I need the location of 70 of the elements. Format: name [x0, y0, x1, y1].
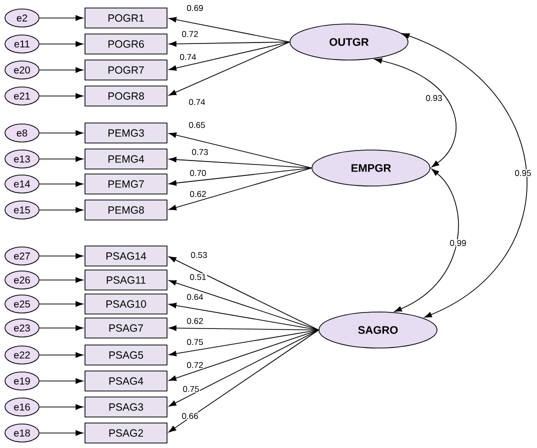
edge-label: 0.62	[189, 190, 207, 198]
indicator-box: POGR1	[84, 8, 168, 28]
error-arrow	[39, 301, 84, 307]
error-arrow	[39, 15, 84, 21]
edge-label: 0.74	[179, 53, 197, 61]
loading-arrow	[168, 132, 312, 168]
indicator-box: PSAG10	[84, 294, 168, 314]
covariance-arrow	[394, 168, 459, 312]
loading-arrow	[168, 16, 290, 42]
loading-arrow	[168, 330, 319, 381]
edge-label: 0.73	[191, 148, 209, 156]
indicator-box: PSAG3	[84, 396, 168, 418]
error-arrow	[39, 67, 84, 73]
edge-label: 0.64	[186, 293, 204, 301]
loading-arrow	[168, 325, 319, 331]
loading-arrow	[168, 41, 290, 47]
error-arrow	[39, 156, 84, 162]
indicator-box: PSAG11	[84, 270, 168, 290]
indicator-box: PEMG8	[84, 200, 168, 220]
indicator-box: POGR7	[84, 60, 168, 80]
indicator-box: PEMG3	[84, 122, 168, 144]
error-arrow	[39, 181, 84, 187]
loading-arrow	[168, 168, 312, 210]
loading-arrow	[168, 168, 312, 186]
error-arrow	[39, 93, 84, 99]
indicator-box: PEMG7	[84, 174, 168, 194]
edge-label: 0.70	[189, 169, 207, 177]
indicator-box: PSAG4	[84, 370, 168, 392]
error-arrow	[39, 130, 84, 136]
loading-arrow	[168, 280, 319, 330]
loading-arrow	[168, 42, 290, 96]
error-arrow	[39, 253, 84, 259]
edge-label: 0.69	[186, 4, 204, 12]
edge-label: 0.51	[189, 273, 207, 281]
error-arrow	[39, 404, 84, 410]
edge-label: 0.72	[186, 361, 204, 369]
loading-arrow	[168, 330, 319, 356]
edge-label: 0.53	[190, 251, 208, 259]
covariance-arrow	[402, 33, 528, 318]
edge-label: 0.75	[182, 385, 200, 393]
loading-arrow	[168, 302, 319, 330]
edge-label: 0.65	[188, 121, 206, 129]
loading-arrow	[168, 42, 290, 71]
edge-label: 0.93	[425, 94, 443, 102]
indicator-box: PSAG14	[84, 246, 168, 266]
indicator-box: POGR6	[84, 34, 168, 54]
error-arrow	[39, 378, 84, 384]
error-arrow	[39, 352, 84, 358]
indicator-box: PSAG2	[84, 422, 168, 444]
edge-label: 0.72	[181, 30, 199, 38]
error-arrow	[39, 430, 84, 436]
edge-label: 0.95	[514, 169, 532, 177]
indicator-box: PSAG7	[84, 318, 168, 338]
indicator-box: POGR8	[84, 86, 168, 106]
covariance-arrow	[374, 58, 456, 168]
indicator-box: PSAG5	[84, 344, 168, 366]
edge-label: 0.74	[188, 98, 206, 106]
loading-arrow	[168, 156, 312, 168]
error-arrow	[39, 277, 84, 283]
loading-arrow	[168, 256, 319, 330]
error-arrow	[39, 325, 84, 331]
error-arrow	[39, 207, 84, 213]
edge-label: 0.75	[186, 338, 204, 346]
edge-label: 0.99	[449, 239, 467, 247]
indicator-box: PEMG4	[84, 148, 168, 170]
edge-label: 0.66	[181, 412, 199, 420]
loading-arrow	[168, 330, 319, 432]
error-arrow	[39, 41, 84, 47]
loading-arrow	[168, 330, 319, 407]
edge-label: 0.62	[186, 317, 204, 325]
